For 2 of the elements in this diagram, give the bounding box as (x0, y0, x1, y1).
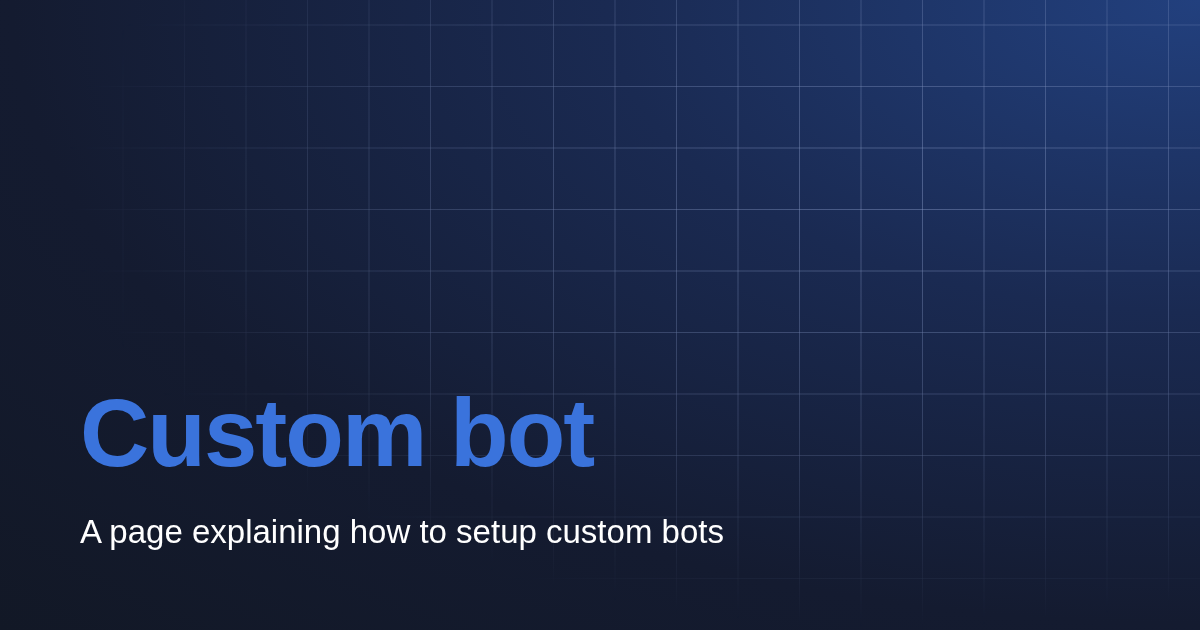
page-subtitle: A page explaining how to setup custom bots (80, 512, 724, 552)
page-title: Custom bot (80, 380, 594, 486)
